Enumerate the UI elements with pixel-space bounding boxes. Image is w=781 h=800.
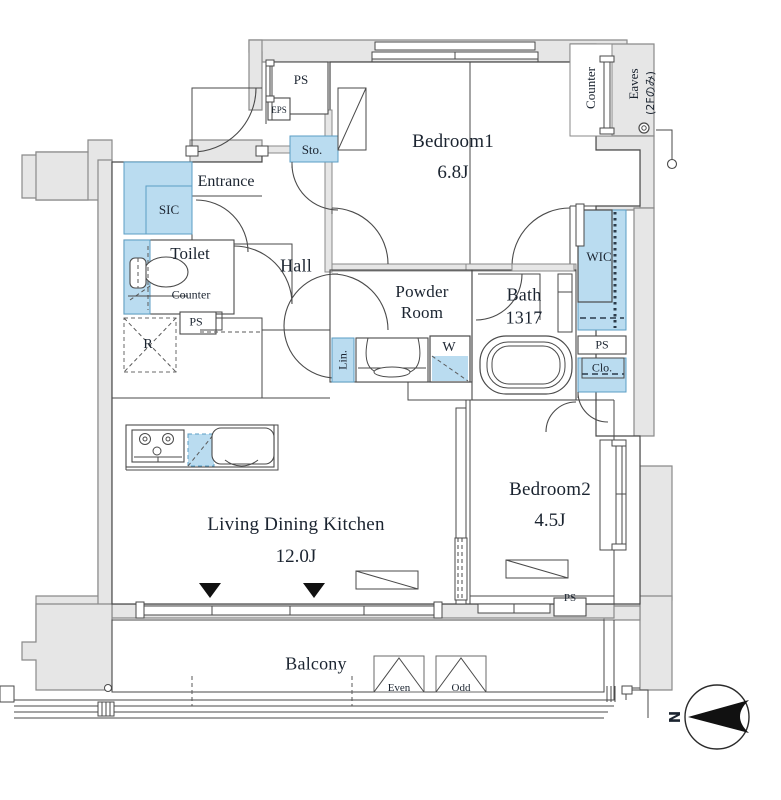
compass-rose bbox=[684, 684, 750, 750]
room-area-bedroom1: 6.8J bbox=[437, 162, 469, 183]
room-label-toilet: Toilet bbox=[170, 244, 210, 263]
entrance-area bbox=[123, 87, 293, 373]
room-label-bath: Bath bbox=[506, 284, 542, 305]
label-ps-top: PS bbox=[293, 72, 309, 87]
ldk-openings bbox=[135, 570, 443, 619]
label-eps: EPS bbox=[271, 105, 287, 115]
label-linen: Lin. bbox=[335, 350, 350, 370]
label-even: Even bbox=[387, 682, 411, 694]
cooktop-burners bbox=[134, 433, 182, 462]
room-label-powder-room: Room bbox=[400, 303, 444, 322]
bath-fixtures bbox=[475, 273, 573, 395]
room-label-bedroom1: Bedroom1 bbox=[412, 131, 494, 152]
label-eaves-note: (2Fのみ) bbox=[644, 71, 657, 115]
powder-room-fixtures bbox=[283, 273, 471, 383]
room-label-hall: Hall bbox=[280, 255, 312, 276]
wic-ps-closet bbox=[575, 203, 627, 423]
vent-marker bbox=[199, 583, 221, 598]
label-counter-top: Counter bbox=[583, 67, 598, 109]
room-label-bedroom2: Bedroom2 bbox=[509, 479, 591, 500]
counter-eaves bbox=[569, 43, 678, 170]
label-toilet-counter: Counter bbox=[171, 287, 211, 302]
room-area-bedroom2: 4.5J bbox=[534, 510, 566, 531]
label-sic: SIC bbox=[158, 202, 180, 217]
balcony-area bbox=[0, 619, 649, 719]
label-ps-right: PS bbox=[595, 337, 609, 352]
label-ps-bottom: PS bbox=[563, 592, 577, 604]
room-label-ldk: Living Dining Kitchen bbox=[207, 514, 385, 535]
bedroom2-openings bbox=[454, 401, 627, 617]
compass-north-label: N bbox=[666, 710, 684, 724]
room-area-ldk: 12.0J bbox=[275, 546, 317, 567]
label-closet: Clo. bbox=[591, 360, 613, 375]
room-label-powder: Powder bbox=[395, 282, 449, 301]
vent-marker bbox=[303, 583, 325, 598]
room-area-bath: 1317 bbox=[505, 307, 543, 328]
kitchen-counter bbox=[125, 424, 279, 471]
label-eaves: Eaves bbox=[626, 68, 641, 100]
label-refrigerator: R bbox=[143, 337, 153, 352]
label-wic: WIC bbox=[586, 249, 612, 264]
room-label-entrance: Entrance bbox=[197, 173, 255, 190]
label-odd: Odd bbox=[451, 682, 471, 694]
linen-closet bbox=[331, 337, 355, 383]
label-storage: Sto. bbox=[301, 142, 323, 157]
label-balcony: Balcony bbox=[285, 653, 347, 674]
label-washer: W bbox=[442, 340, 456, 355]
label-ps-left: PS bbox=[189, 314, 203, 329]
bedroom1-openings bbox=[331, 41, 575, 272]
